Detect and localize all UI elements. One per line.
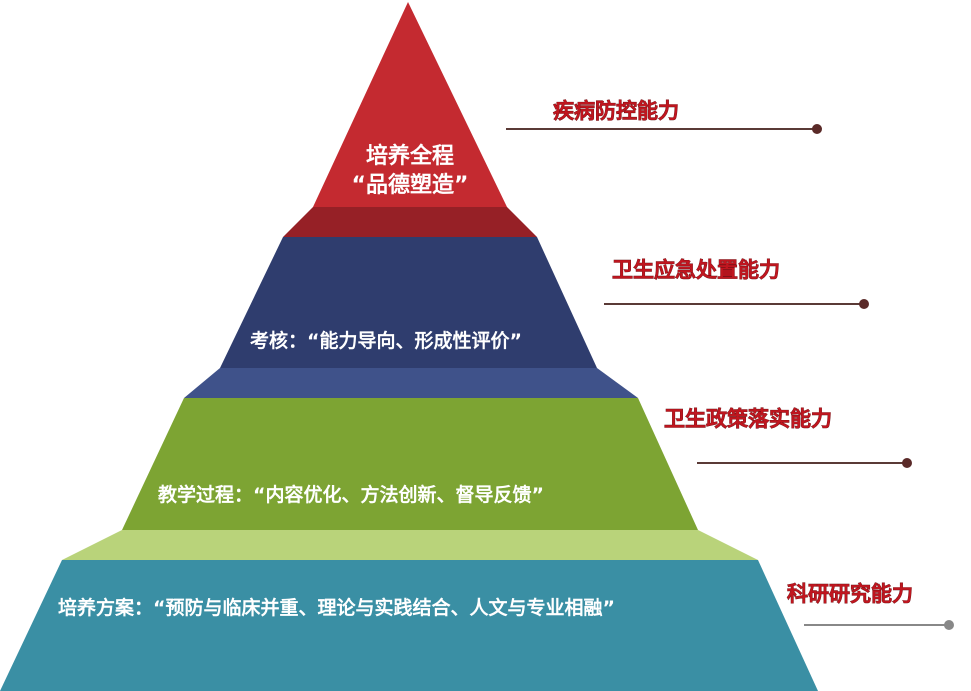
capability-label-4: 科研研究能力 <box>787 582 913 606</box>
capability-label-2: 卫生应急处置能力 <box>612 258 780 282</box>
pyramid-tier-top <box>313 2 507 207</box>
capability-2: 卫生应急处置能力 <box>604 258 869 309</box>
tier-top-label-line2: “品德塑造” <box>352 172 469 198</box>
leader-dot-3 <box>902 458 912 468</box>
capability-4: 科研研究能力 <box>787 582 954 630</box>
leader-dot-2 <box>859 299 869 309</box>
capability-label-3: 卫生政策落实能力 <box>664 407 832 431</box>
capability-1: 疾病防控能力 <box>506 99 822 134</box>
pyramid-tier-top-band <box>283 207 537 237</box>
leader-dot-4 <box>944 620 954 630</box>
pyramid-tier-2 <box>220 237 597 368</box>
pyramid-tier-3-band <box>62 530 758 560</box>
leader-dot-1 <box>812 124 822 134</box>
tier-4-label: 培养方案：“预防与临床并重、理论与实践结合、人文与专业相融” <box>58 596 615 619</box>
tier-2-label: 考核：“能力导向、形成性评价” <box>250 329 522 352</box>
tier-3-label: 教学过程：“内容优化、方法创新、督导反馈” <box>158 483 544 506</box>
capability-label-1: 疾病防控能力 <box>553 99 679 123</box>
capability-3: 卫生政策落实能力 <box>664 407 912 468</box>
pyramid-tier-3 <box>122 398 698 530</box>
pyramid-tier-4 <box>0 560 818 691</box>
pyramid-tier-2-band <box>184 368 638 398</box>
tier-top-label-line1: 培养全程 <box>366 143 454 169</box>
